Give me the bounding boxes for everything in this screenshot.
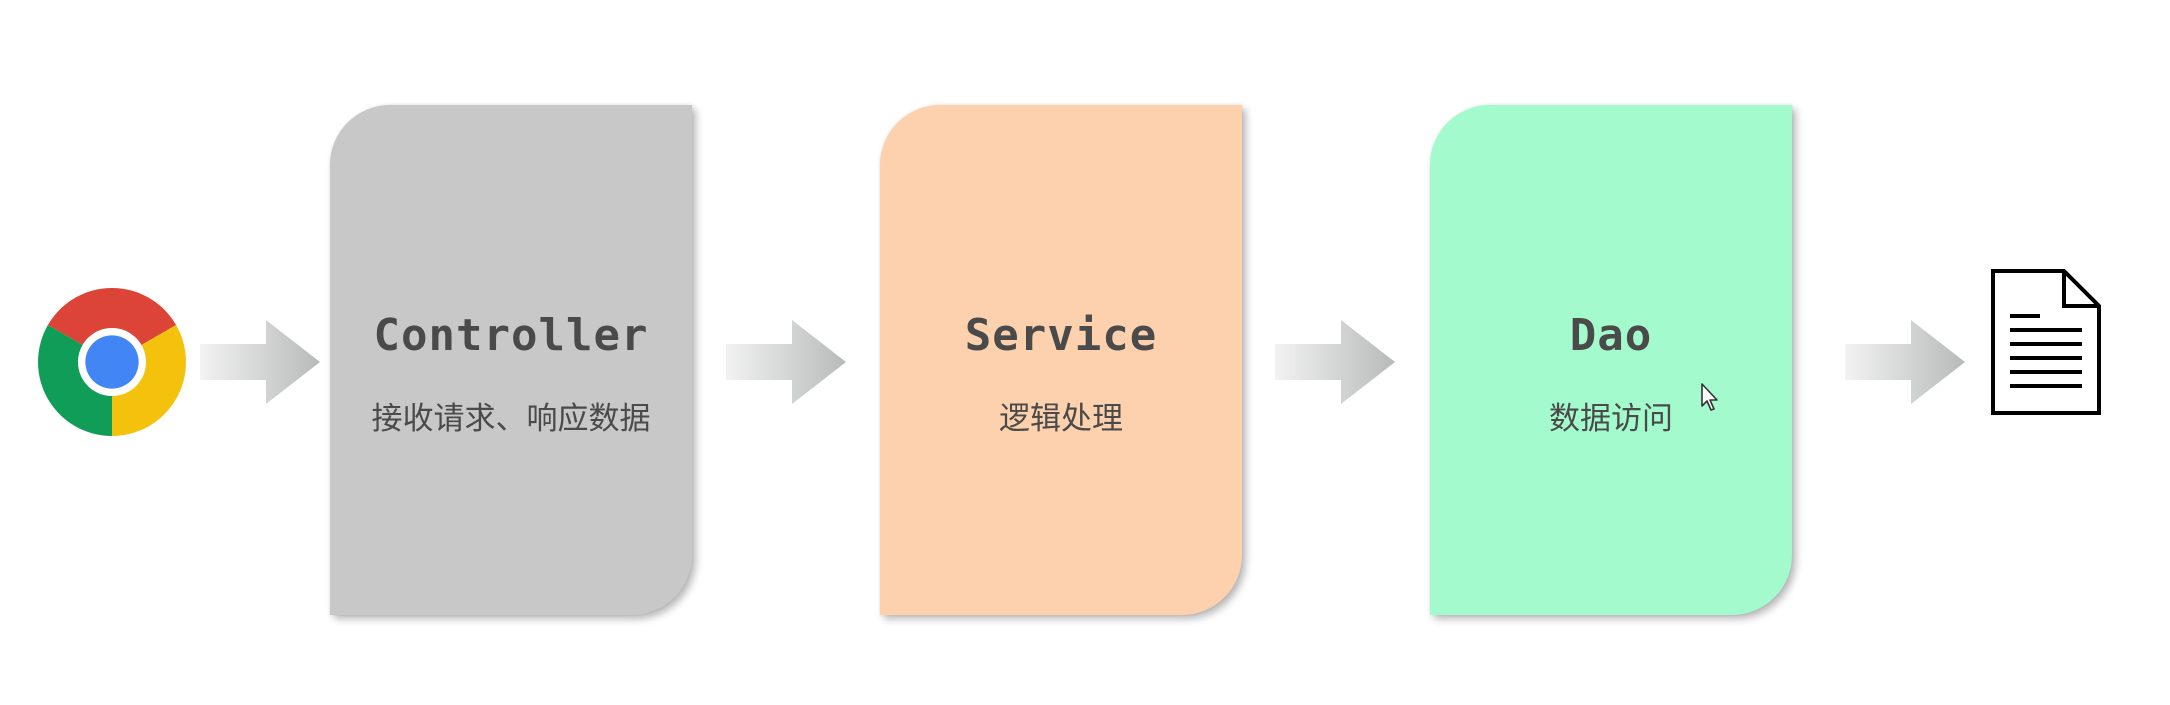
dao-subtitle: 数据访问 (1549, 401, 1673, 437)
service-layer: Service 逻辑处理 (880, 105, 1242, 615)
controller-layer: Controller 接收请求、响应数据 (330, 105, 692, 615)
controller-subtitle: 接收请求、响应数据 (371, 401, 651, 437)
dao-title: Dao (1569, 310, 1653, 361)
flow-arrow-to-controller (200, 320, 320, 404)
service-title: Service (964, 310, 1158, 361)
browser-icon (38, 288, 186, 436)
document-icon (1991, 269, 2101, 415)
service-subtitle: 逻辑处理 (999, 401, 1123, 437)
controller-title: Controller (373, 310, 649, 361)
flow-arrow-to-data (1845, 320, 1965, 404)
flow-arrow-to-service (726, 320, 846, 404)
dao-layer: Dao 数据访问 (1430, 105, 1792, 615)
flow-arrow-to-dao (1275, 320, 1395, 404)
cursor-icon (1701, 383, 1718, 411)
